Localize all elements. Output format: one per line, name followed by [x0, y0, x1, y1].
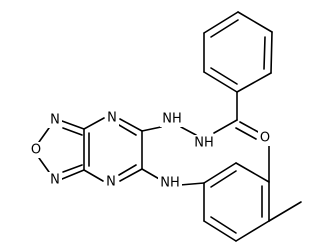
atom-nh-anilino: NH [158, 175, 182, 191]
svg-text:O: O [31, 143, 41, 158]
bond-benzoyl-ring [203, 71, 238, 93]
bond-furazan-inner [62, 127, 83, 136]
atom-labels: N N N O N NH N [29, 110, 272, 191]
bond-pyrazine [83, 169, 104, 182]
bond-pyrazine-nh [141, 168, 162, 181]
bond-carbonyl-nh [213, 119, 238, 134]
bonds [38, 11, 302, 242]
svg-text:N: N [50, 113, 60, 128]
svg-text:N: N [50, 173, 60, 188]
bond-benzoyl-ring [236, 72, 272, 93]
svg-text:O: O [260, 131, 270, 146]
svg-text:N: N [107, 111, 117, 126]
bond-carbonyl-double [239, 121, 261, 134]
svg-text:N: N [106, 175, 116, 190]
atom-nh-hydrazide-1: NH [160, 111, 184, 127]
bond-benzoyl-ring-inner [210, 19, 239, 38]
svg-text:NH: NH [194, 136, 214, 151]
bond-benzoyl-ring [237, 11, 273, 33]
bond-nh-pyrazine [141, 126, 162, 132]
atom-n-furazan-top: N [48, 112, 62, 128]
bond-aryl-ring [235, 220, 270, 242]
bond-aryl-ring [203, 220, 237, 242]
bond-pyrazine-inner [118, 164, 137, 176]
bond-furazan [38, 157, 50, 173]
bond-nh-aryl [179, 182, 205, 186]
bond-benzoyl-ring [203, 11, 239, 34]
bond-benzoyl-ring-inner [263, 36, 266, 70]
bond-furazan-inner [62, 164, 83, 173]
bond-aryl-ring [235, 162, 270, 183]
bond-nh-nh [180, 126, 197, 136]
atom-o-furazan: O [29, 142, 43, 158]
bond-pyrazine [119, 118, 143, 132]
bond-pyrazine [83, 117, 105, 130]
bond-carbonyl-double [235, 127, 257, 140]
bond-pyrazine-inner [118, 124, 137, 136]
atom-n-pyrazine-bottom: N [104, 174, 118, 190]
atom-n-pyrazine-top: N [105, 110, 119, 126]
bond-aryl-ring-inner [210, 216, 237, 234]
bond-benzoyl-ring [270, 31, 273, 74]
bond-methyl-4 [268, 201, 302, 222]
bond-aryl-ring [203, 162, 237, 184]
bond-furazan [38, 127, 50, 143]
bond-furazan [61, 120, 85, 130]
bond-furazan [61, 169, 85, 180]
atom-n-furazan-bottom: N [48, 172, 62, 188]
bond-pyrazine [119, 168, 143, 182]
atom-nh-hydrazide-2: NH [192, 135, 216, 151]
svg-text:NH: NH [162, 112, 182, 127]
atom-o-carbonyl: O [258, 130, 272, 146]
svg-text:NH: NH [160, 176, 180, 191]
bond-benzoyl-ring-inner [210, 67, 238, 85]
bond-aryl-ring-inner [210, 170, 237, 188]
